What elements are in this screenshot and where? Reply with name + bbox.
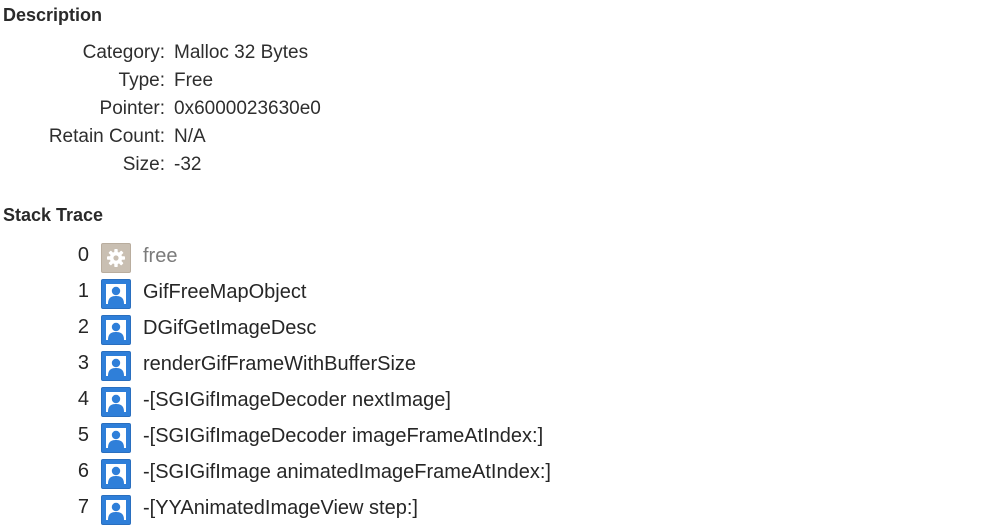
frame-symbol: DGifGetImageDesc: [143, 317, 317, 339]
frame-symbol: GifFreeMapObject: [143, 281, 307, 303]
stack-trace-list: 0 free 1: [0, 242, 988, 528]
user-icon: [101, 279, 131, 309]
frame-index: 7: [77, 496, 89, 518]
frame-index: 6: [77, 460, 89, 482]
frame-index: 4: [77, 388, 89, 410]
user-icon: [101, 351, 131, 381]
size-label: Size:: [122, 154, 165, 175]
user-icon: [101, 423, 131, 453]
frame-symbol: renderGifFrameWithBufferSize: [143, 353, 417, 375]
type-value: Free: [174, 70, 214, 91]
size-value: -32: [174, 154, 202, 175]
category-label: Category:: [82, 42, 165, 63]
frame-symbol: -[SGIGifImage animatedImageFrameAtIndex:…: [143, 461, 551, 483]
stack-frame[interactable]: 1 GifFreeMapObject: [0, 278, 988, 314]
frame-index: 3: [77, 352, 89, 374]
frame-index: 2: [77, 316, 89, 338]
user-icon: [101, 387, 131, 417]
stack-frame[interactable]: 7 -[YYAnimatedImageView step:]: [0, 494, 988, 528]
user-icon: [101, 315, 131, 345]
retain-count-label: Retain Count:: [48, 126, 165, 147]
frame-symbol: -[YYAnimatedImageView step:]: [143, 497, 418, 519]
user-icon: [101, 495, 131, 525]
pointer-value: 0x6000023630e0: [174, 98, 321, 119]
gear-icon: [101, 243, 131, 273]
category-value: Malloc 32 Bytes: [174, 42, 309, 63]
description-heading: Description: [3, 5, 103, 25]
pointer-label: Pointer:: [99, 98, 165, 119]
user-icon: [101, 459, 131, 489]
stack-frame[interactable]: 0 free: [0, 242, 988, 278]
frame-index: 0: [77, 244, 89, 266]
stack-trace-heading: Stack Trace: [3, 205, 104, 225]
frame-symbol: -[SGIGifImageDecoder nextImage]: [143, 389, 451, 411]
stack-frame[interactable]: 5 -[SGIGifImageDecoder imageFrameAtIndex…: [0, 422, 988, 458]
stack-frame[interactable]: 2 DGifGetImageDesc: [0, 314, 988, 350]
type-label: Type:: [118, 70, 165, 91]
stack-frame[interactable]: 6 -[SGIGifImage animatedImageFrameAtInde…: [0, 458, 988, 494]
frame-index: 5: [77, 424, 89, 446]
retain-count-value: N/A: [174, 126, 206, 147]
stack-frame[interactable]: 4 -[SGIGifImageDecoder nextImage]: [0, 386, 988, 422]
stack-frame[interactable]: 3 renderGifFrameWithBufferSize: [0, 350, 988, 386]
frame-symbol: -[SGIGifImageDecoder imageFrameAtIndex:]: [143, 425, 544, 447]
frame-symbol: free: [143, 245, 178, 267]
frame-index: 1: [77, 280, 89, 302]
